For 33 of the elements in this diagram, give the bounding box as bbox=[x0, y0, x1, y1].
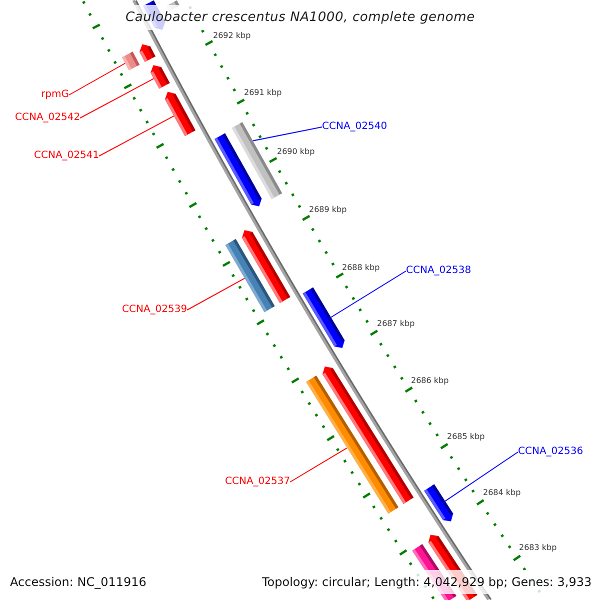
gene-feature bbox=[150, 65, 170, 89]
gene-label: CCNA_02540 bbox=[322, 121, 388, 133]
gene-bar bbox=[122, 52, 140, 70]
gene-label: rpmG bbox=[41, 89, 69, 101]
leader-line bbox=[330, 270, 406, 318]
scale-label: 2691 kbp bbox=[244, 88, 282, 96]
leader-line bbox=[98, 116, 174, 156]
scale-label: 2689 kbp bbox=[309, 204, 347, 214]
gene-label: CCNA_02539 bbox=[122, 304, 188, 316]
gene-label: CCNA_02538 bbox=[406, 265, 472, 277]
gene-feature bbox=[242, 230, 290, 304]
gene-feature bbox=[302, 287, 345, 348]
gene-label: CCNA_02542 bbox=[15, 112, 80, 124]
leader-line bbox=[444, 452, 518, 502]
scale-label: 2688 kbp bbox=[342, 262, 380, 272]
leader-line bbox=[252, 126, 322, 142]
leader-line bbox=[80, 78, 154, 118]
gene-label: CCNA_02541 bbox=[34, 150, 100, 162]
scale-label: 2687 kbp bbox=[377, 318, 415, 328]
gene-label: CCNA_02536 bbox=[518, 446, 584, 458]
gene-label: CCNA_02537 bbox=[225, 476, 290, 488]
scale-label: 2690 kbp bbox=[277, 146, 315, 156]
leader-line bbox=[68, 62, 126, 96]
scale-label: 2686 kbp bbox=[411, 376, 449, 384]
scale-label: 2684 kbp bbox=[483, 488, 521, 496]
gene-feature bbox=[424, 484, 454, 522]
scale-label: 2683 kbp bbox=[519, 542, 557, 552]
gene-feature bbox=[140, 44, 156, 62]
scale-label: 2685 kbp bbox=[447, 432, 485, 440]
leader-line bbox=[186, 278, 246, 310]
gene-feature bbox=[164, 92, 196, 136]
leader-line bbox=[290, 448, 348, 482]
scale-label: 2692 kbp bbox=[213, 30, 251, 40]
